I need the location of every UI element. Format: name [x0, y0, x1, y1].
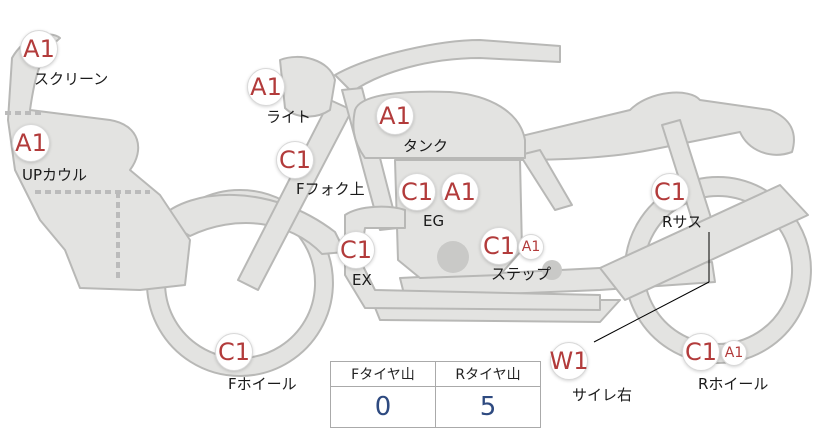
rwheel-label: Rホイール [698, 375, 769, 393]
tank-label: タンク [403, 137, 449, 155]
rear-tread-header: Rタイヤ山 [435, 361, 541, 387]
screen-grade-badge: A1 [20, 30, 58, 68]
ex-label: EX [352, 271, 372, 289]
light-grade-badge: A1 [247, 68, 285, 106]
tire-tread-table: Fタイヤ山 Rタイヤ山 0 5 [330, 361, 541, 428]
step-label: ステップ [491, 265, 552, 283]
silencer-grade-badge: W1 [550, 342, 589, 380]
headlight-shape [279, 55, 336, 118]
tank-grade-badge: A1 [376, 97, 414, 135]
front-tread-value: 0 [330, 386, 436, 428]
rear-tread-value: 5 [435, 386, 541, 428]
front-tread-header: Fタイヤ山 [330, 361, 436, 387]
frame-shape [334, 39, 561, 93]
eg-label: EG [423, 212, 445, 230]
ex-grade-badge: C1 [337, 231, 375, 269]
rwheel-grade-badge-2: A1 [721, 340, 747, 366]
rwheel-grade-badge: C1 [682, 333, 720, 371]
silencer-label: サイレ右 [572, 386, 633, 404]
rsus-label: Rサス [662, 213, 703, 231]
eg-grade-badge: C1 [398, 173, 436, 211]
ffork-grade-badge: C1 [276, 141, 314, 179]
fwheel-grade-badge: C1 [215, 333, 253, 371]
fwheel-label: Fホイール [228, 375, 297, 393]
screen-label: スクリーン [34, 70, 109, 88]
silencer-shape [599, 184, 809, 301]
light-label: ライト [266, 108, 312, 126]
exhaust-pipe-shape [344, 205, 601, 311]
rsus-grade-badge: C1 [651, 173, 689, 211]
step-grade-badge-2: A1 [518, 234, 544, 260]
upcowl-grade-badge: A1 [12, 124, 50, 162]
tail-shape [504, 91, 795, 161]
eg-grade-badge-2: A1 [441, 173, 479, 211]
step-grade-badge: C1 [480, 227, 518, 265]
ffork-label: Fフォク上 [296, 180, 365, 198]
upcowl-label: UPカウル [22, 166, 88, 184]
